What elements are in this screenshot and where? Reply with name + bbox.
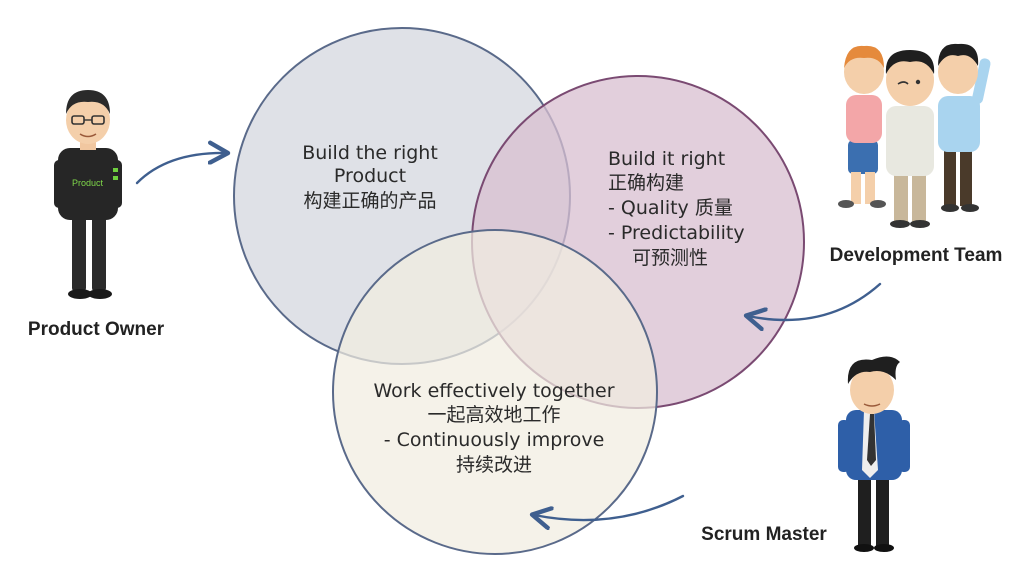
circle-text-line: - Quality 质量: [608, 197, 733, 219]
role-label-scrum-master: Scrum Master: [701, 524, 827, 545]
circle-work-together: [332, 229, 658, 555]
role-label-product-owner: Product Owner: [28, 319, 165, 340]
circle-text-line: 正确构建: [608, 172, 684, 194]
circle-text-line: - Continuously improve: [384, 429, 605, 451]
circle-text-line: 一起高效地工作: [427, 404, 560, 426]
circle-build-right-product-text: Build the right Product 构建正确的产品: [302, 142, 438, 212]
circle-text-line: - Predictability: [608, 222, 745, 244]
circle-text-line: Build it right: [608, 148, 725, 170]
venn-circles: [233, 27, 805, 555]
circle-work-together-text: Work effectively together 一起高效地工作 - Cont…: [373, 380, 614, 476]
role-label-development-team: Development Team: [830, 245, 1003, 266]
scrum-master-figure: [838, 356, 910, 552]
circle-text-line: Product: [334, 165, 406, 187]
arrow-development-team: [748, 282, 882, 320]
product-shirt-text: Product: [72, 178, 104, 188]
arrow-product-owner: [135, 153, 226, 185]
circle-text-line: 持续改进: [456, 454, 532, 476]
arrow-scrum-master: [534, 494, 685, 520]
circle-text-line: Build the right: [302, 142, 438, 164]
circle-text-line: 构建正确的产品: [303, 190, 436, 212]
circle-build-it-right-text: Build it right 正确构建 - Quality 质量 - Predi…: [608, 148, 745, 269]
product-owner-figure: Product: [54, 90, 122, 299]
arrows: [135, 153, 882, 520]
circle-text-line: Work effectively together: [373, 380, 614, 402]
development-team-figure: [838, 43, 991, 228]
circle-text-line: 可预测性: [632, 247, 708, 269]
